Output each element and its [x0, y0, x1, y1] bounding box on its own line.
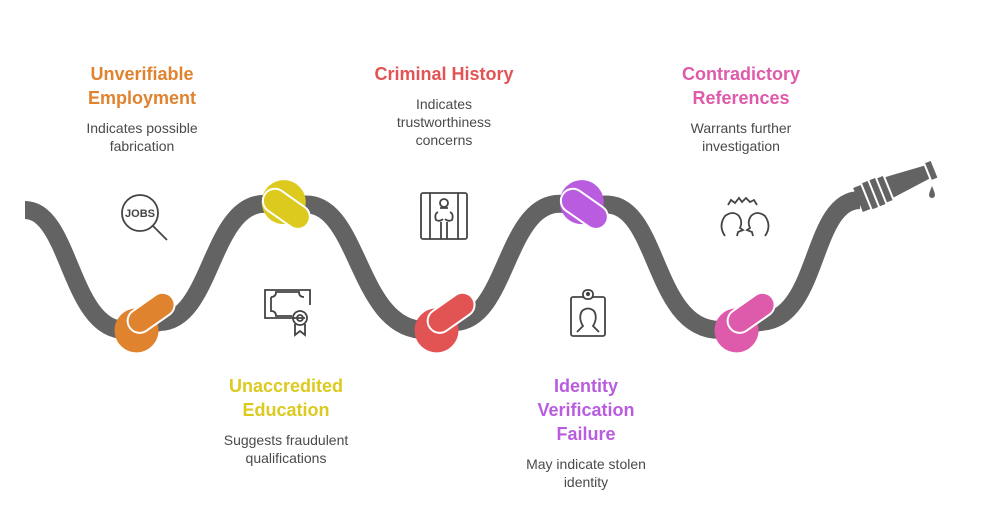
step-title: Contradictory References: [681, 64, 801, 108]
jobs-text: JOBS: [125, 208, 155, 220]
water-drop-icon: [929, 186, 935, 198]
step-title: Identity Verification Failure: [537, 376, 635, 444]
knot-education: [261, 180, 311, 230]
step-description: Indicates possible fabrication: [86, 120, 198, 154]
step-description: Warrants further investigation: [690, 120, 792, 154]
jobs-search-icon: JOBS: [121, 194, 168, 241]
knot-identity: [559, 180, 609, 230]
id-badge-icon: [570, 289, 606, 337]
step-description: Suggests fraudulent qualifications: [223, 432, 349, 466]
step-label-education: Unaccredited Education Suggests fraudule…: [224, 374, 349, 467]
step-description: May indicate stolen identity: [526, 456, 646, 490]
knot-criminal: [414, 291, 476, 353]
arguing-people-icon: [720, 196, 770, 237]
knot-capsule: [726, 291, 776, 334]
knot-references: [714, 291, 776, 353]
step-label-identity: Identity Verification Failure May indica…: [526, 374, 646, 491]
step-label-employment: Unverifiable Employment Indicates possib…: [86, 62, 197, 155]
knot-employment: [114, 291, 176, 353]
knot-capsule: [426, 291, 476, 334]
step-description: Indicates trustworthiness concerns: [396, 96, 492, 148]
step-label-references: Contradictory References Warrants furthe…: [682, 62, 800, 155]
knot-capsule: [261, 187, 311, 230]
prisoner-icon: [420, 192, 468, 240]
step-title: Unaccredited Education: [228, 376, 344, 420]
step-label-criminal: Criminal History Indicates trustworthine…: [374, 62, 513, 149]
step-title: Unverifiable Employment: [87, 64, 197, 108]
step-title: Criminal History: [374, 64, 514, 84]
knot-capsule: [126, 291, 176, 334]
hose-nozzle-icon: [853, 160, 938, 213]
knot-capsule: [559, 187, 609, 230]
certificate-icon: [264, 289, 311, 337]
